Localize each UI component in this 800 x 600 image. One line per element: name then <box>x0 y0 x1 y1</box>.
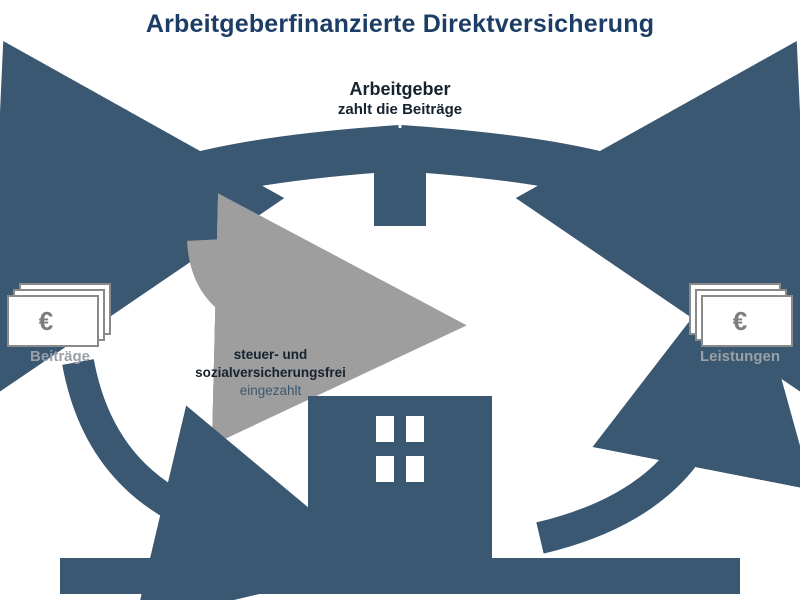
employer-name: Arbeitgeber <box>349 79 451 99</box>
diagram-title: Arbeitgeberfinanzierte Direktversicherun… <box>145 10 655 38</box>
pay-in-arrow-icon <box>62 358 379 600</box>
employer-label: Arbeitgeber zahlt die Beiträge <box>250 78 550 119</box>
tax-note-line1: steuer- und <box>233 347 308 362</box>
employer-subtitle: zahlt die Beiträge <box>337 100 463 118</box>
contribution-arrow-icon <box>187 193 467 446</box>
euro-symbol-left: € <box>39 306 53 336</box>
money-stack-right-icon: € <box>689 283 793 347</box>
tax-note-line3: eingezahlt <box>239 383 302 399</box>
flow-arrow-right-icon <box>398 40 800 401</box>
building-windows-icon <box>376 416 424 482</box>
flow-arrow-left-icon <box>0 40 402 401</box>
tax-note-line2: sozialversicherungsfrei <box>195 365 346 381</box>
insurer-building-icon <box>308 396 492 560</box>
pay-out-arrow-icon <box>536 248 800 554</box>
contributions-label: Beiträge <box>29 348 91 365</box>
money-stack-left-icon: € <box>7 283 111 347</box>
base-band <box>60 558 740 594</box>
euro-symbol-right: € <box>733 306 747 336</box>
benefits-label: Leistungen <box>699 348 780 365</box>
tax-note: steuer- und sozialversicherungsfrei eing… <box>178 346 363 401</box>
